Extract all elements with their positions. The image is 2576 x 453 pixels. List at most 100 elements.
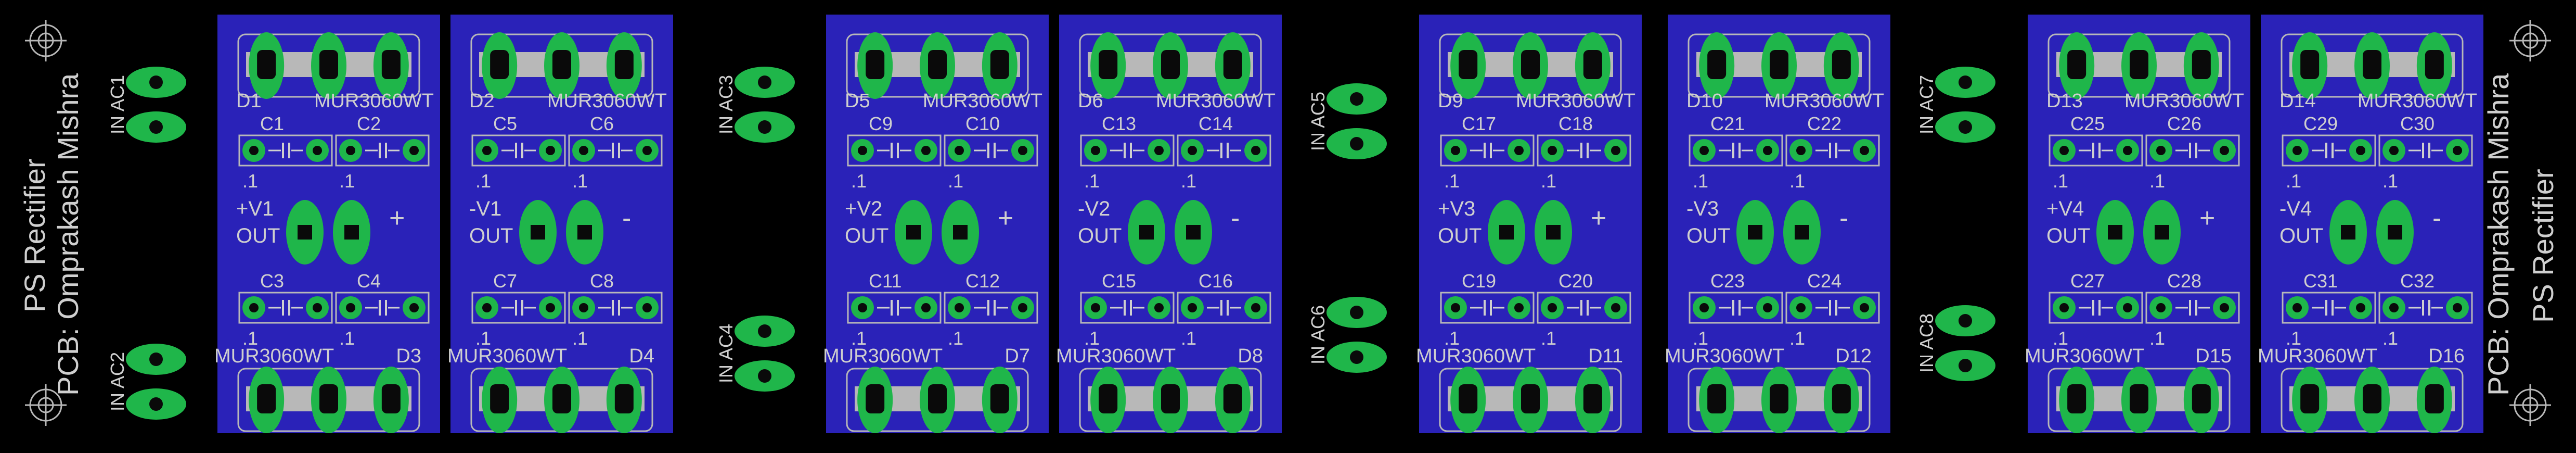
capacitor-hole [1451, 303, 1460, 312]
capacitor-hole [346, 303, 355, 312]
rail-label: +V3 [1438, 197, 1475, 220]
capacitor-label: C19 [1462, 270, 1496, 292]
cap-pair-bottom-c7: C7.1 [471, 270, 566, 349]
capacitor-value: .1 [2053, 328, 2068, 349]
output-hole [298, 225, 312, 240]
rail-label: +V2 [845, 197, 882, 220]
capacitor-hole [1763, 146, 1772, 155]
diode-label: D12 [1835, 345, 1872, 367]
cap-pair-bottom-c16: C16.1 [1177, 270, 1271, 349]
diode-pin [381, 384, 401, 413]
diode-label: D11 [1588, 345, 1623, 367]
ac-input-label: IN AC7 [1916, 75, 1937, 134]
output-label: OUT [2279, 224, 2323, 247]
capacitor-hole [1763, 303, 1772, 312]
diode-d14 [2281, 32, 2464, 99]
capacitor-value: .1 [1693, 170, 1708, 192]
capacitor-hole [2156, 146, 2166, 155]
output-hole [953, 225, 968, 240]
capacitor-outline [1689, 134, 1783, 167]
capacitor-value: .1 [851, 170, 867, 192]
capacitor-label: C16 [1199, 270, 1233, 292]
diode-d13 [2047, 32, 2231, 99]
cap-pair-bottom-c32: C32.1 [2378, 270, 2473, 349]
diode-pin [1459, 50, 1478, 79]
connector-hole [149, 397, 163, 411]
capacitor-hole [2389, 303, 2399, 312]
capacitor-value: .1 [475, 170, 491, 192]
capacitor-hole [921, 303, 931, 312]
capacitor-hole [955, 303, 964, 312]
cap-pair-top-c13: C13.1 [1080, 113, 1175, 192]
capacitor-label: C2 [357, 113, 381, 134]
capacitor-hole [2123, 146, 2132, 155]
cap-pair-bottom-c31: C31.1 [2282, 270, 2376, 349]
diode-label: D9 [1438, 90, 1463, 112]
diode-d8 [1079, 367, 1262, 433]
ac-connector-ac7: IN AC7 [1916, 67, 1995, 143]
diode-pin [552, 50, 571, 79]
diode-pin [1099, 50, 1118, 79]
cap-pair-top-c6: C6.1 [568, 113, 663, 192]
diode-d12 [1688, 367, 1871, 433]
capacitor-outline [2049, 134, 2143, 167]
diode-part-number: MUR3060WT [2258, 345, 2377, 367]
capacitor-hole [955, 146, 964, 155]
diode-pin [1161, 384, 1180, 413]
capacitor-outline [1080, 134, 1175, 167]
output-hole [1795, 225, 1809, 240]
capacitor-hole [546, 146, 555, 155]
capacitor-outline [2378, 134, 2473, 167]
capacitor-hole [1154, 303, 1164, 312]
diode-label: D3 [396, 345, 421, 367]
capacitor-value: .1 [2286, 328, 2301, 349]
diode-pin [257, 50, 276, 79]
capacitor-outline [1177, 134, 1271, 167]
capacitor-hole [2292, 303, 2302, 312]
connector-hole [1350, 350, 1363, 364]
capacitor-value: .1 [2053, 170, 2068, 192]
connector-hole [1350, 137, 1363, 150]
capacitor-value: .1 [948, 170, 963, 192]
board-title-left: PS Rectifier [18, 158, 51, 312]
capacitor-hole [921, 146, 931, 155]
cap-pair-bottom-c8: C8.1 [568, 270, 663, 349]
capacitor-value: .1 [242, 328, 258, 349]
capacitor-label: C24 [1807, 270, 1841, 292]
capacitor-label: C15 [1102, 270, 1136, 292]
diode-part-number: MUR3060WT [1056, 345, 1176, 367]
capacitor-hole [1018, 303, 1027, 312]
ac-connector-ac8: IN AC8 [1916, 305, 1995, 381]
diode-pin [1707, 50, 1727, 79]
capacitor-hole [249, 303, 259, 312]
capacitor-outline [2049, 292, 2143, 324]
output-hole [2108, 225, 2122, 240]
capacitor-hole [409, 303, 419, 312]
output-hole [1748, 225, 1762, 240]
diode-d4 [470, 367, 653, 433]
diode-pin [2192, 50, 2211, 79]
capacitor-label: C7 [493, 270, 517, 292]
output-hole [1186, 225, 1201, 240]
connector-hole [758, 324, 771, 338]
capacitor-label: C25 [2070, 113, 2105, 134]
rail-label: -V4 [2279, 197, 2312, 220]
diode-label: D5 [845, 90, 870, 112]
diode-pin [1583, 384, 1602, 413]
fiducial-mark [25, 20, 67, 61]
capacitor-hole [2292, 146, 2302, 155]
capacitor-outline [2145, 134, 2240, 167]
capacitor-outline [847, 292, 942, 324]
capacitor-outline [944, 292, 1038, 324]
ac-input-label: IN AC8 [1916, 313, 1937, 373]
diode-pin [2130, 384, 2148, 413]
capacitor-hole [1188, 303, 1197, 312]
diode-d15 [2047, 367, 2231, 433]
diode-d1 [237, 32, 420, 99]
cap-pair-bottom-c12: C12.1 [944, 270, 1038, 349]
polarity-mark: - [2432, 203, 2441, 233]
capacitor-hole [1611, 146, 1620, 155]
capacitor-label: C20 [1559, 270, 1593, 292]
diode-label: D4 [629, 345, 654, 367]
